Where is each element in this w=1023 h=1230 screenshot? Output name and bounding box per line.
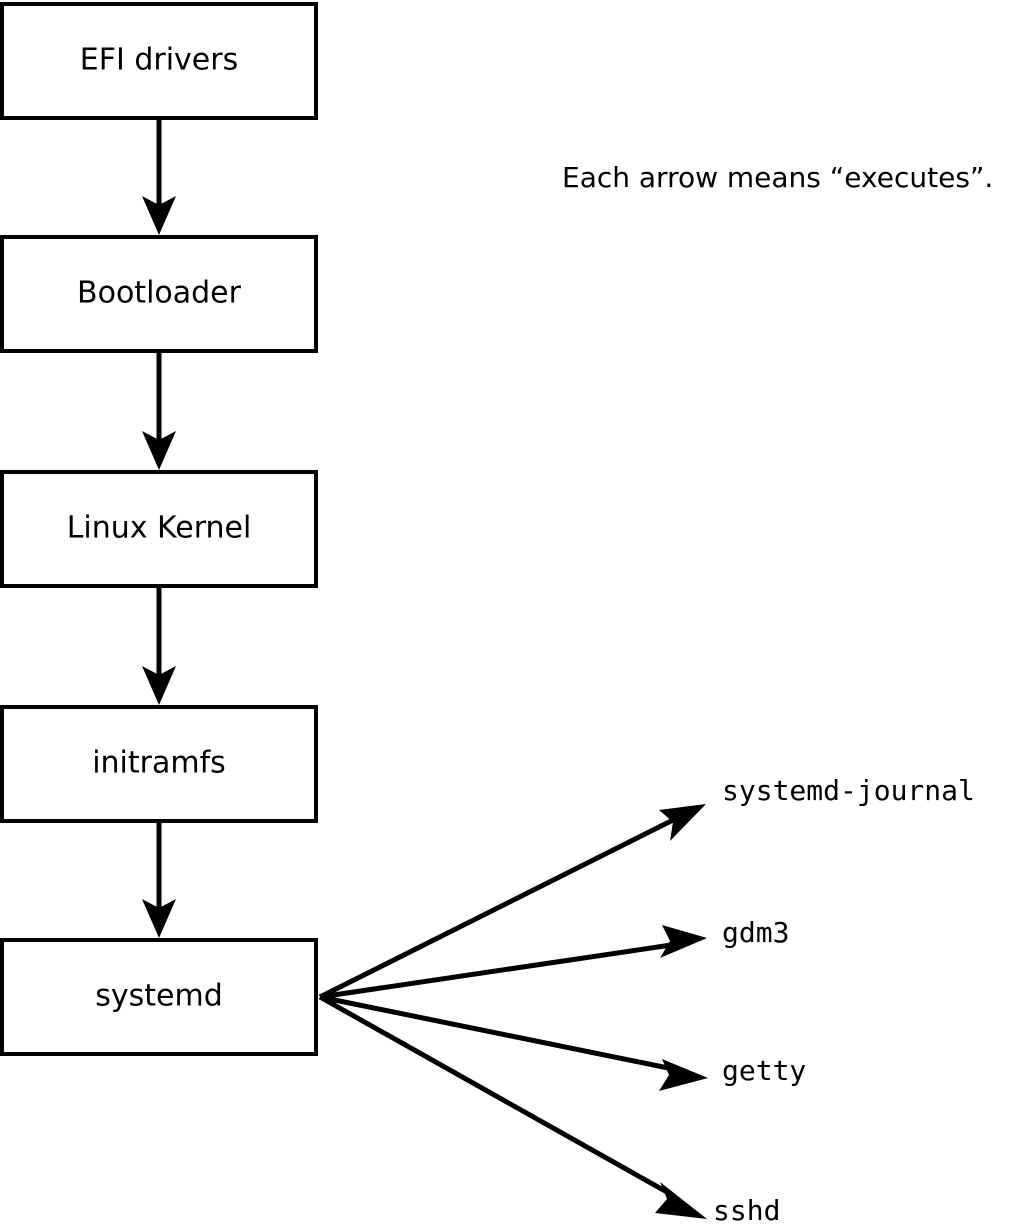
service-label-systemd-journal: systemd-journal — [722, 774, 975, 807]
node-bootloader-rect — [0, 235, 318, 353]
arrow-systemd-to-getty — [319, 994, 708, 1091]
node-efi-drivers-label: EFI drivers — [80, 43, 238, 78]
node-initramfs[interactable]: initramfs — [0, 705, 318, 823]
arrow-efi-to-bootloader — [142, 118, 176, 235]
node-bootloader-label: Bootloader — [77, 276, 242, 311]
node-linux-kernel[interactable]: Linux Kernel — [0, 470, 318, 588]
node-initramfs-label: initramfs — [92, 746, 226, 781]
legend-caption: Each arrow means “executes”. — [562, 161, 993, 194]
node-initramfs-rect — [0, 705, 318, 823]
node-efi-drivers-rect — [0, 2, 318, 120]
node-linux-kernel-label: Linux Kernel — [67, 511, 252, 546]
node-systemd-label: systemd — [95, 979, 223, 1014]
node-systemd[interactable]: systemd — [0, 938, 318, 1056]
service-label-getty: getty — [722, 1054, 806, 1087]
arrow-kernel-to-initramfs — [142, 586, 176, 705]
arrow-systemd-to-gdm3 — [319, 925, 707, 1000]
node-bootloader[interactable]: Bootloader — [0, 235, 318, 353]
arrow-systemd-to-systemd-journal — [318, 804, 706, 1000]
arrow-systemd-to-sshd — [318, 994, 707, 1219]
arrow-initramfs-to-systemd — [142, 821, 176, 938]
service-label-gdm3: gdm3 — [722, 916, 789, 949]
node-efi-drivers[interactable]: EFI drivers — [0, 2, 318, 120]
service-label-sshd: sshd — [713, 1194, 780, 1227]
arrow-bootloader-to-kernel — [142, 351, 176, 470]
node-systemd-rect — [0, 938, 318, 1056]
